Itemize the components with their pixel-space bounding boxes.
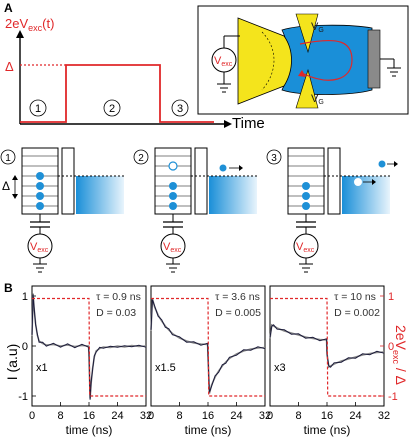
stage-label: 1: [5, 153, 11, 164]
electron-dot: [302, 182, 310, 190]
x-tick-label: 0: [148, 410, 154, 422]
electron-dot: [169, 182, 177, 190]
x-tick-label: 32: [378, 410, 390, 422]
inset-source-label: Vexc: [214, 55, 233, 68]
stage-source-label: Vexc: [296, 241, 315, 254]
top-gate: [295, 13, 319, 54]
hole-dot: [168, 161, 178, 171]
x-tick-label: 16: [83, 410, 95, 422]
scale-annotation: x1: [36, 362, 48, 374]
source-reservoir: [237, 17, 292, 105]
y-tick-label: -1: [18, 391, 28, 403]
stage-delta-label: Δ: [2, 179, 10, 193]
excitation-trace: [151, 297, 265, 397]
bottom-gate-label: VG: [311, 93, 324, 106]
svg-text:3: 3: [177, 103, 183, 115]
decay-plot-2: 0 8 16 24 32 τ = 3.6 ns D = 0.005 x1.5 time (ns): [148, 285, 271, 437]
panel-b-ylabel: I (a.u): [4, 344, 20, 381]
electron-dot: [169, 192, 177, 200]
x-tick-label: 24: [111, 410, 123, 422]
x-arrow-icon: [224, 120, 232, 128]
electron-island: [281, 24, 373, 95]
electron-dot: [302, 192, 310, 200]
right-y-tick-label: -1: [388, 391, 398, 403]
emitted-electron-dot: [378, 160, 386, 168]
x-tick-label: 24: [230, 410, 242, 422]
d-annotation: D = 0.005: [215, 307, 261, 319]
electron-sea: [209, 176, 257, 214]
data-trace: [150, 299, 266, 393]
x-tick-label: 8: [295, 410, 301, 422]
y-tick-label: 0: [22, 341, 28, 353]
x-tick-label: 8: [57, 410, 63, 422]
scale-annotation: x3: [274, 362, 286, 374]
drain-contact: [367, 29, 381, 89]
panel-b-letter: B: [4, 281, 13, 295]
excitation-trace: [270, 297, 384, 397]
scale-annotation: x1.5: [155, 362, 176, 374]
x-tick-label: 8: [176, 410, 182, 422]
x-tick-label: 0: [267, 410, 273, 422]
x-tick-label: 16: [321, 410, 333, 422]
data-trace: [31, 294, 147, 400]
right-y-tick-label: 0: [388, 341, 394, 353]
electron-dot: [36, 202, 44, 210]
excitation-trace: [32, 297, 146, 397]
phase-marker-1: 1: [29, 99, 47, 117]
x-tick-label: 0: [29, 410, 35, 422]
electron-dot: [302, 202, 310, 210]
electron-dot: [169, 202, 177, 210]
excitation-label-sub: exc: [28, 23, 43, 33]
tau-annotation: τ = 0.9 ns: [96, 291, 141, 303]
stage-diagram-1: 1Δ Vexc: [0, 147, 124, 273]
excitation-pulse: [20, 64, 214, 123]
delta-label: Δ: [5, 59, 14, 74]
top-gate-label: VG: [311, 21, 324, 34]
time-axis-label: Time: [232, 115, 265, 132]
stage-source-label: Vexc: [163, 241, 182, 254]
phase-marker-2: 2: [103, 99, 121, 117]
y-tick-label: 1: [22, 291, 28, 303]
x-tick-label: 32: [140, 410, 152, 422]
device-inset: VG VG Vexc: [197, 5, 409, 115]
electron-sea: [76, 176, 124, 214]
panel-b-right-ylabel: 2eVexc / Δ: [391, 325, 409, 385]
svg-text:2: 2: [109, 103, 115, 115]
x-tick-label: 16: [202, 410, 214, 422]
x-axis-label: time (ns): [304, 423, 351, 437]
phase-marker-3: 3: [171, 99, 189, 117]
d-annotation: D = 0.002: [334, 307, 380, 319]
x-tick-label: 32: [259, 410, 271, 422]
x-tick-label: 24: [349, 410, 361, 422]
x-axis-label: time (ns): [66, 423, 113, 437]
excitation-axis-label: 2eVexc(t): [5, 16, 54, 33]
electron-dot: [36, 192, 44, 200]
excitation-label-tail: (t): [42, 16, 54, 31]
tau-annotation: τ = 10 ns: [334, 291, 376, 303]
bottom-gate: [295, 68, 319, 109]
stage-label: 3: [271, 153, 277, 164]
decay-plot-3: 0 8 16 24 32 τ = 10 ns D = 0.002 x3 time (ns): [267, 285, 390, 437]
excitation-label-main: 2eV: [5, 16, 28, 31]
stage-label: 2: [138, 153, 144, 164]
right-y-tick-label: 1: [388, 291, 394, 303]
emitted-hole-dot: [354, 178, 362, 186]
electron-dot: [36, 172, 44, 180]
emitted-electron-dot: [219, 164, 227, 172]
stage-source-label: Vexc: [30, 241, 49, 254]
y-arrow-icon: [16, 30, 24, 38]
x-axis-label: time (ns): [185, 423, 232, 437]
d-annotation: D = 0.03: [96, 307, 136, 319]
tau-annotation: τ = 3.6 ns: [215, 291, 260, 303]
svg-text:1: 1: [35, 103, 41, 115]
electron-dot: [36, 182, 44, 190]
panel-a-letter: A: [4, 1, 13, 15]
